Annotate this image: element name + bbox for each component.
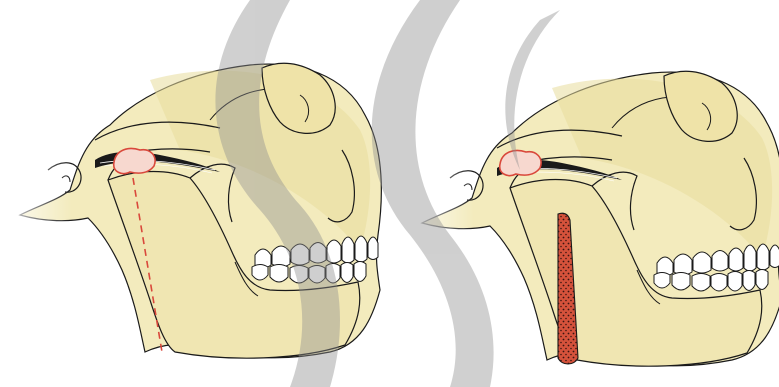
- condyle-highlight-right: [500, 151, 541, 176]
- condyle-highlight-left: [114, 149, 155, 174]
